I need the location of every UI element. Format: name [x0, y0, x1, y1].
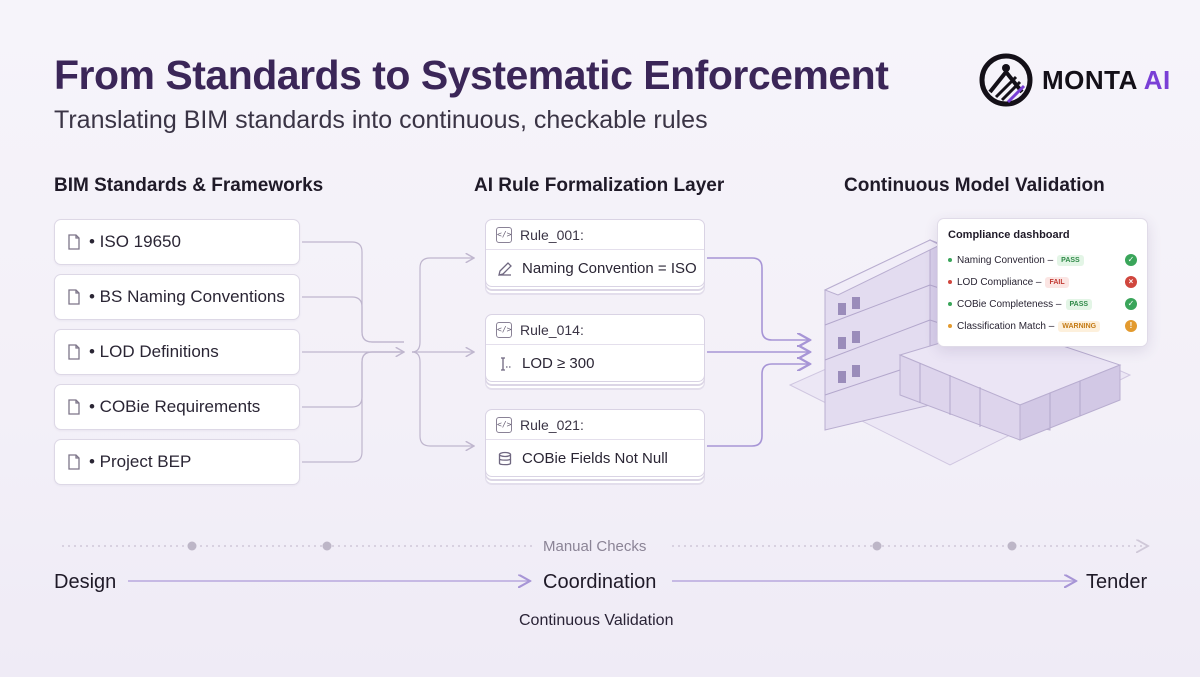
brand-logo: MONTA AI: [978, 52, 1171, 108]
checkpoint-dot: [322, 541, 332, 551]
rules-column-title: AI Rule Formalization Layer: [474, 175, 725, 196]
continuous-validation-label: Continuous Validation: [519, 612, 674, 629]
rule-text: COBie Fields Not Null: [522, 450, 668, 467]
dashboard-title: Compliance dashboard: [948, 229, 1070, 241]
document-icon: [65, 233, 83, 251]
rule-text: Naming Convention = ISO: [522, 260, 697, 277]
compliance-dashboard: Compliance dashboard Naming Convention –…: [937, 218, 1148, 347]
dashboard-items: Naming Convention –PASS✓LOD Compliance –…: [948, 249, 1137, 337]
text-cursor-icon: [496, 355, 522, 373]
rule-id: Rule_001:: [520, 226, 584, 243]
rule-id: Rule_014:: [520, 321, 584, 338]
document-icon: [65, 288, 83, 306]
dashboard-row-label: LOD Compliance –: [957, 276, 1042, 288]
monta-logo-icon: [979, 53, 1033, 107]
status-dot: [948, 280, 952, 284]
x-icon: ×: [1125, 276, 1137, 288]
dashboard-row: LOD Compliance –FAIL ×: [948, 271, 1137, 293]
status-dot: [948, 302, 952, 306]
rule-body: COBie Fields Not Null: [486, 440, 704, 477]
stage-tender: Tender: [1086, 571, 1148, 593]
rule-card: </> Rule_014: LOD ≥ 300: [485, 314, 705, 382]
rule-header: </> Rule_021:: [486, 410, 704, 440]
page-subtitle: Translating BIM standards into continuou…: [54, 106, 708, 134]
standard-card: • Project BEP: [54, 439, 300, 485]
checkpoint-dot: [872, 541, 882, 551]
manual-checks-label: Manual Checks: [543, 538, 647, 555]
checkpoint-dot: [187, 541, 197, 551]
rule-id: Rule_021:: [520, 416, 584, 433]
rule-text: LOD ≥ 300: [522, 355, 595, 372]
check-icon: ✓: [1125, 298, 1137, 310]
brand-name: MONTA AI: [1042, 65, 1171, 96]
exclamation-icon: !: [1125, 320, 1137, 332]
rule-header: </> Rule_001:: [486, 220, 704, 250]
merge-connector: [411, 258, 474, 353]
standard-label: • LOD Definitions: [89, 342, 219, 361]
standards-column-title: BIM Standards & Frameworks: [54, 175, 324, 196]
dashboard-row: Classification Match –WARNING!: [948, 315, 1137, 337]
standard-card: • ISO 19650: [54, 219, 300, 265]
validation-column-title: Continuous Model Validation: [844, 175, 1105, 196]
stage-design: Design: [54, 571, 117, 593]
status-badge: WARNING: [1058, 320, 1101, 332]
standard-connector: [302, 241, 404, 343]
rule-header: </> Rule_014:: [486, 315, 704, 345]
status-dot: [948, 324, 952, 328]
page-title: From Standards to Systematic Enforcement: [54, 52, 889, 98]
standard-connector: [302, 351, 404, 463]
brand-name-suffix: AI: [1143, 64, 1171, 95]
merge-connector: [411, 351, 474, 446]
code-icon: </>: [496, 321, 512, 338]
brand-name-main: MONTA: [1042, 64, 1137, 95]
standard-label: • Project BEP: [89, 452, 192, 471]
database-icon: [496, 450, 522, 468]
code-icon: </>: [496, 416, 512, 433]
standard-card: • LOD Definitions: [54, 329, 300, 375]
dashboard-row: COBie Completeness –PASS ✓: [948, 293, 1137, 315]
standard-connector: [302, 351, 404, 408]
rule-body: LOD ≥ 300: [486, 345, 704, 382]
document-icon: [65, 343, 83, 361]
status-dot: [948, 258, 952, 262]
rule-card: </> Rule_021: COBie Fields Not Null: [485, 409, 705, 477]
status-badge: FAIL: [1045, 276, 1069, 288]
standard-label: • ISO 19650: [89, 232, 181, 251]
dashboard-row: Naming Convention –PASS ✓: [948, 249, 1137, 271]
pencil-icon: [496, 260, 522, 278]
dashboard-row-label: Naming Convention –: [957, 254, 1054, 266]
rule-body: Naming Convention = ISO: [486, 250, 704, 287]
dashboard-row-label: COBie Completeness –: [957, 298, 1062, 310]
standard-label: • COBie Requirements: [89, 397, 261, 416]
document-icon: [65, 398, 83, 416]
status-badge: PASS: [1057, 254, 1084, 266]
code-icon: </>: [496, 226, 512, 243]
stage-coordination: Coordination: [543, 571, 657, 593]
status-badge: PASS: [1065, 298, 1093, 310]
standard-label: • BS Naming Conventions: [89, 287, 285, 306]
check-icon: ✓: [1125, 254, 1137, 266]
standard-connector: [302, 296, 404, 343]
checkpoint-dot: [1007, 541, 1017, 551]
document-icon: [65, 453, 83, 471]
standard-card: • BS Naming Conventions: [54, 274, 300, 320]
dashboard-row-label: Classification Match –: [957, 320, 1055, 332]
standard-card: • COBie Requirements: [54, 384, 300, 430]
rule-card: </> Rule_001: Naming Convention = ISO: [485, 219, 705, 287]
